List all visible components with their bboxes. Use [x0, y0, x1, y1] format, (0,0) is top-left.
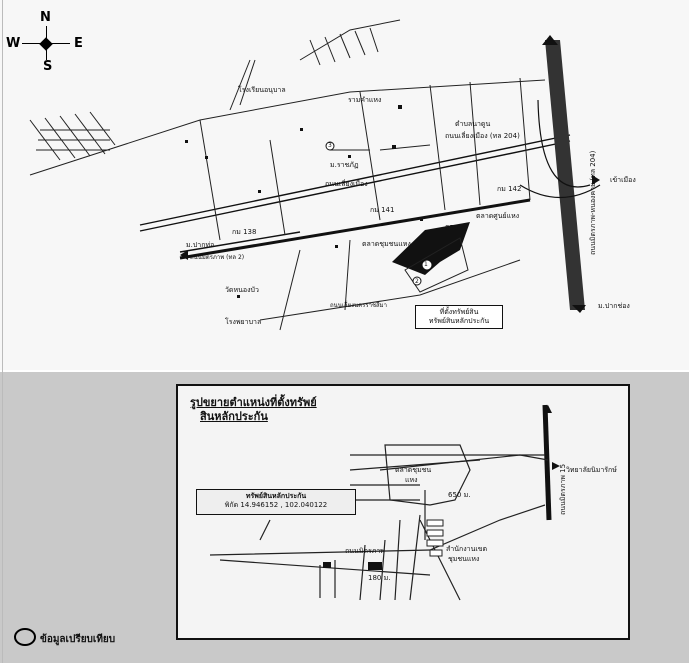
label-road-west: ถนนเลี่ยงเมือง [325, 180, 368, 188]
label-market2: ตลาดชุมชนแหง [362, 240, 411, 248]
label-hospital: โรงพยาบาล [225, 318, 262, 326]
inset-office-2: ชุมชนแหง [448, 555, 480, 563]
inset-market-1: ตลาดชุมชน [395, 466, 432, 474]
inset-dist-650: 650 ม. [448, 491, 471, 499]
compass-west: W [6, 36, 21, 51]
compass-south: S [43, 59, 53, 74]
inset-subject-title: ทรัพย์สินหลักประกัน [245, 492, 307, 500]
main-map-roads [29, 19, 601, 331]
inset-subject-coords: พิกัด 14.946152 , 102.040122 [224, 501, 328, 509]
label-ramkhamhaeng: รามคำแหง [348, 96, 382, 104]
subject-parcel [392, 222, 470, 275]
label-pak-thong: ม.ปากท่อ [186, 241, 215, 249]
label-marker-2: 2 [415, 278, 419, 285]
label-highway: ถนนมิตรภาพ (ทล 2) [190, 254, 245, 261]
page-edge [2, 0, 3, 663]
label-marker-1: 1 [424, 261, 428, 268]
label-pak-chong: ม.ปากช่อง [598, 302, 630, 310]
inset-title-line1: รูปขยายตำแหน่งที่ตั้งทรัพย์ [190, 396, 317, 409]
label-market: ตลาดศูนย์แหง [476, 212, 520, 220]
legend-text: ข้อมูลเปรียบเทียบ [40, 634, 116, 645]
inset-office-1: สำนักงานเขต [446, 545, 488, 553]
compass-line-v [46, 26, 47, 60]
label-school: โรงเรียนอนุบาล [238, 86, 286, 94]
subject-callout-line1: ที่ตั้งทรัพย์สิน [439, 308, 479, 316]
highway-line-a [139, 134, 571, 226]
inset-school-right: วิทยาลัยนิมารักษ์ [566, 466, 617, 474]
inset-road-label: ถนนมิตรภาพ [345, 547, 385, 555]
legend-circle-icon [14, 628, 36, 646]
label-road-south: ถนนเลี่ยงนครราชสีมา [330, 302, 387, 309]
subject-callout-line2: ทรัพย์สินหลักประกัน [428, 317, 490, 325]
inset-title-line2: สินหลักประกัน [200, 410, 268, 423]
inset-subject-box: ทรัพย์สินหลักประกัน พิกัด 14.946152 , 10… [196, 489, 356, 515]
label-km138: กม 138 [232, 228, 257, 236]
label-km142: กม 142 [497, 185, 522, 193]
label-tambon: ตำบลนาดูน [455, 120, 491, 128]
mittraphap-road-inner [179, 231, 301, 253]
inset-market-2: แหง [405, 476, 418, 484]
label-university: ม.ราชภัฏ [330, 161, 359, 169]
label-to-city: เข้าเมือง [610, 176, 636, 184]
mittraphap-road [179, 198, 531, 260]
label-km141: กม 141 [370, 206, 395, 214]
label-north-road: ถนนมิตรภาพ-หนองคาย (ทล 204) [589, 150, 597, 255]
label-dist-850: 850 ม. [445, 224, 468, 232]
compass-north: N [40, 10, 51, 25]
label-bypass-road: ถนนเลี่ยงเมือง (ทล 204) [445, 132, 520, 140]
north-south-highway [545, 40, 585, 310]
highway-line-b [139, 140, 571, 232]
subject-callout: ที่ตั้งทรัพย์สิน ทรัพย์สินหลักประกัน [415, 305, 503, 329]
label-temple: วัดหนองบัว [225, 286, 259, 294]
compass-east: E [74, 36, 83, 51]
inset-dist-180: 180 ม. [368, 574, 391, 582]
label-marker-3: 3 [328, 142, 332, 149]
